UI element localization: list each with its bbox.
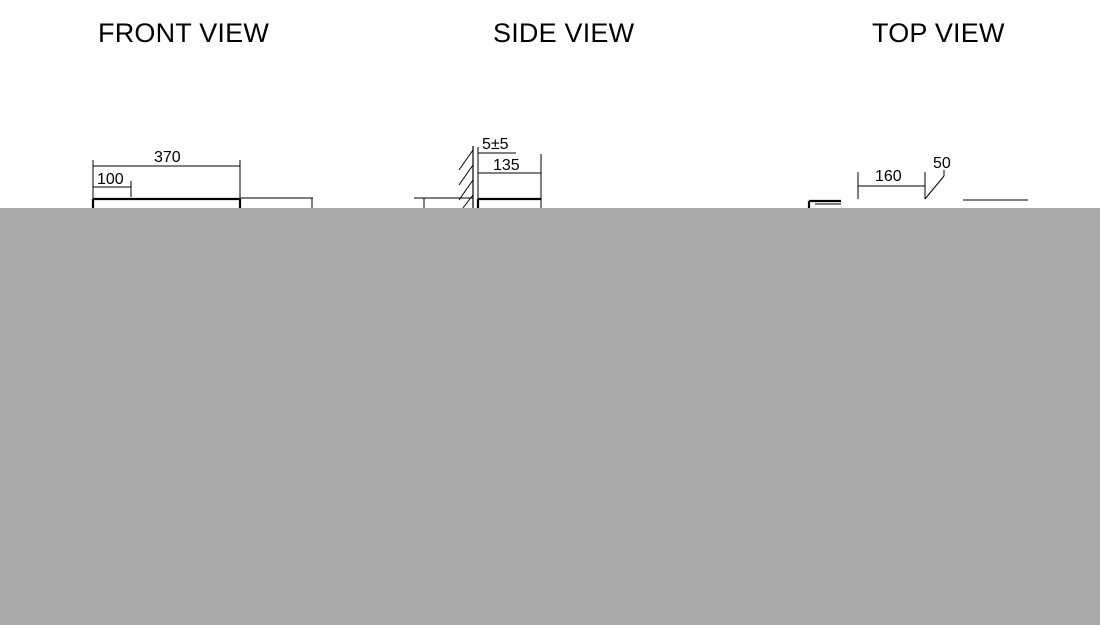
side-wall-hatch-1 <box>458 149 474 171</box>
side-dim-gap-label: 5±5 <box>482 136 509 153</box>
occluded-region <box>0 208 1100 625</box>
front-dim-370-label: 370 <box>154 149 181 166</box>
side-view-drawing <box>414 146 542 209</box>
side-view-title: SIDE VIEW <box>493 18 635 48</box>
top-dim-50-label: 50 <box>933 155 951 172</box>
front-dim-100-label: 100 <box>97 171 124 188</box>
side-wall-hatch-4 <box>462 194 474 209</box>
top-dim-50-leader <box>924 175 945 200</box>
front-view-title: FRONT VIEW <box>98 18 270 48</box>
side-wall-hatch-2 <box>458 164 474 186</box>
side-wall-hatch-3 <box>458 179 474 201</box>
top-view-drawing <box>807 170 1028 208</box>
side-dim-135-label: 135 <box>493 157 520 174</box>
top-dim-160-label: 160 <box>875 168 902 185</box>
front-view-drawing <box>91 160 313 208</box>
top-view-title: TOP VIEW <box>872 18 1005 48</box>
